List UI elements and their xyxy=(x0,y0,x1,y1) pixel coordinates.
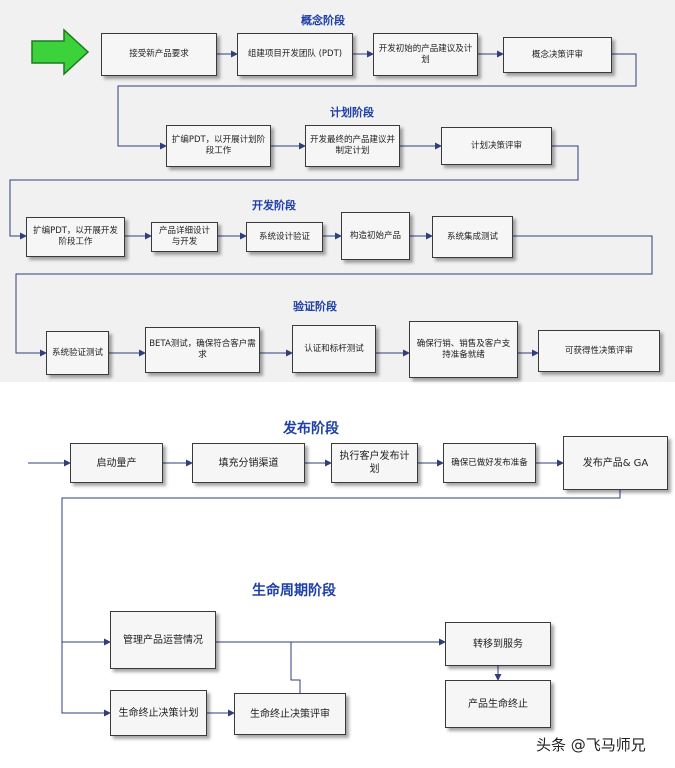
stage-title-plan: 计划阶段 xyxy=(330,106,374,119)
box-eol-review[interactable]: 生命终止决策评审 xyxy=(234,693,346,735)
box-fill-channels[interactable]: 填充分销渠道 xyxy=(192,443,305,483)
stage-title-develop: 开发阶段 xyxy=(252,199,296,212)
box-product-design[interactable]: 产品详细设计与开发 xyxy=(151,222,218,252)
box-transfer-service[interactable]: 转移到服务 xyxy=(445,622,551,666)
box-ensure-readiness[interactable]: 确保行销、销售及客户支持准备就绪 xyxy=(409,321,518,378)
box-eol-plan[interactable]: 生命终止决策计划 xyxy=(110,690,207,736)
box-system-design-verify[interactable]: 系统设计验证 xyxy=(246,222,323,252)
box-system-verify-test[interactable]: 系统验证测试 xyxy=(46,331,109,375)
box-final-proposal[interactable]: 开发最终的产品建议并制定计划 xyxy=(305,125,400,167)
box-certification-test[interactable]: 认证和标杆测试 xyxy=(292,325,376,373)
box-start-production[interactable]: 启动量产 xyxy=(70,443,163,483)
box-plan-review[interactable]: 计划决策评审 xyxy=(441,127,552,165)
box-availability-review[interactable]: 可获得性决策评审 xyxy=(538,330,660,372)
box-execute-launch[interactable]: 执行客户发布计划 xyxy=(331,443,418,483)
box-concept-review[interactable]: 概念决策评审 xyxy=(503,37,612,73)
stage-title-concept: 概念阶段 xyxy=(301,14,345,27)
box-beta-test[interactable]: BETA测试，确保符合客户需求 xyxy=(145,327,260,373)
box-system-integration-test[interactable]: 系统集成测试 xyxy=(432,216,513,258)
box-develop-expand-pdt[interactable]: 扩编PDT，以开展开发阶段工作 xyxy=(26,217,125,257)
box-manage-product[interactable]: 管理产品运营情况 xyxy=(110,611,216,669)
box-eol[interactable]: 产品生命终止 xyxy=(445,680,551,728)
box-plan-expand-pdt[interactable]: 扩编PDT，以开展计划阶段工作 xyxy=(166,125,271,167)
stage-title-verify: 验证阶段 xyxy=(293,300,337,313)
box-release-ga[interactable]: 发布产品& GA xyxy=(563,436,668,490)
box-ensure-release[interactable]: 确保已做好发布准备 xyxy=(443,443,536,483)
box-form-pdt[interactable]: 组建项目开发团队 (PDT) xyxy=(237,33,353,76)
green-arrow-icon xyxy=(31,28,90,76)
box-initial-proposal[interactable]: 开发初始的产品建议及计划 xyxy=(373,33,478,76)
watermark-text: 头条 @飞马师兄 xyxy=(536,736,646,754)
box-build-prototype[interactable]: 构造初始产品 xyxy=(341,212,410,260)
stage-title-lifecycle: 生命周期阶段 xyxy=(252,583,336,599)
box-receive-request[interactable]: 接受新产品要求 xyxy=(101,33,217,76)
stage-title-release: 发布阶段 xyxy=(283,421,339,437)
